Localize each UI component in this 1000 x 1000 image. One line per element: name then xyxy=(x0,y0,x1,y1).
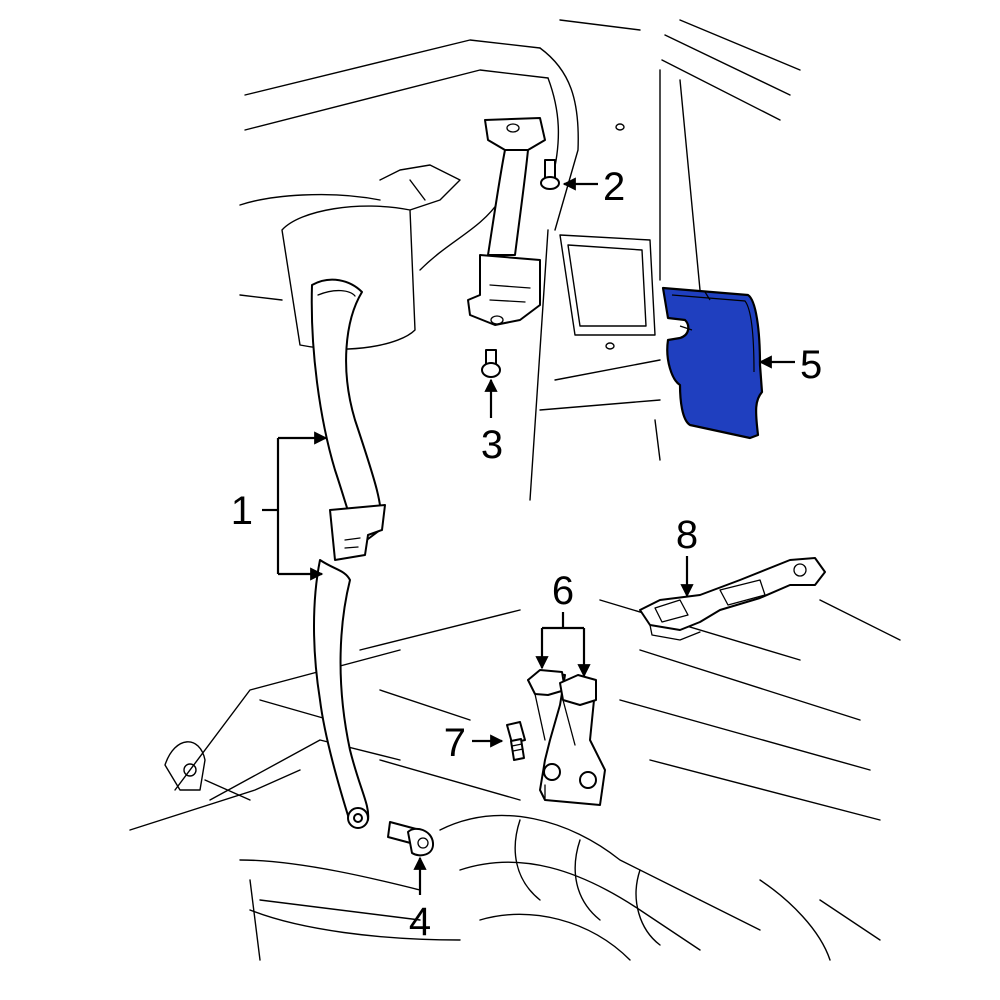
bolt-part-3 xyxy=(481,349,501,378)
bolt-part-7 xyxy=(506,721,526,761)
bolt-part-4 xyxy=(387,821,435,857)
callout-4: 4 xyxy=(409,900,431,944)
callout-3: 3 xyxy=(481,423,503,467)
vehicle-body-structure xyxy=(129,19,901,961)
callout-6: 6 xyxy=(552,569,574,613)
bolt-part-2 xyxy=(540,159,560,190)
callout-7: 7 xyxy=(444,721,466,765)
upper-belt-retractor xyxy=(467,117,546,326)
seat-belt-assembly-part-1 xyxy=(310,278,386,829)
callout-5: 5 xyxy=(800,343,822,387)
callout-1: 1 xyxy=(231,489,253,533)
bracket-part-8 xyxy=(639,557,826,641)
callout-2: 2 xyxy=(603,165,625,209)
trim-cover-part-5 xyxy=(661,286,764,440)
leader-lines xyxy=(262,177,795,895)
callout-8: 8 xyxy=(676,513,698,557)
buckle-assembly-part-6 xyxy=(527,669,606,806)
